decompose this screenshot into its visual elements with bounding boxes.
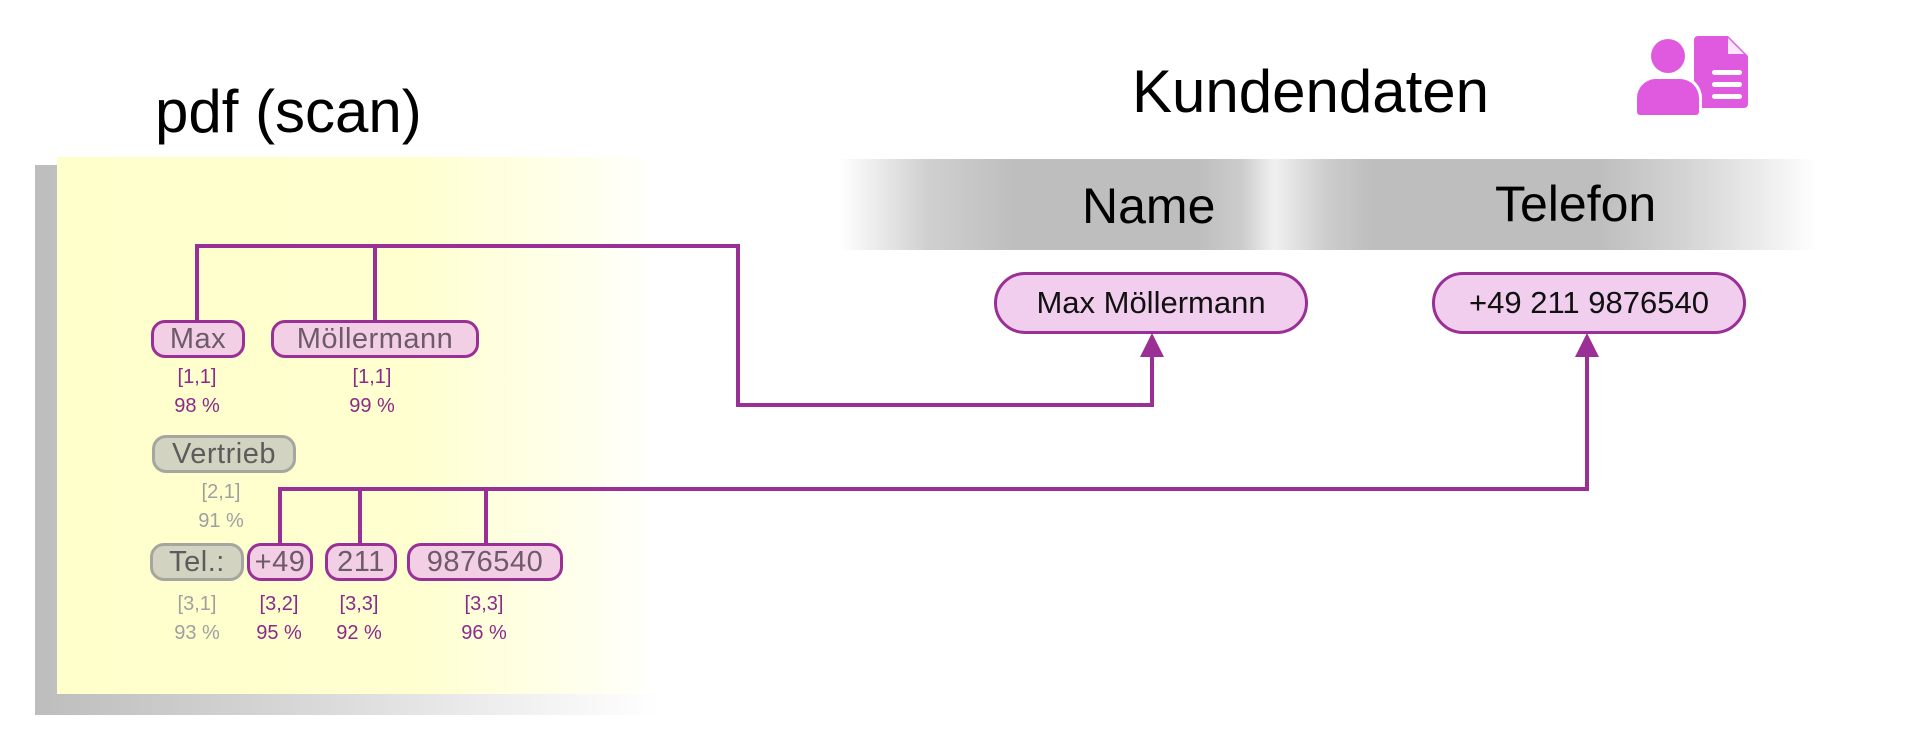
name-connector xyxy=(195,244,1154,407)
token-area-code[interactable]: 211 xyxy=(325,543,397,581)
token-tel-cell: [3,1] xyxy=(177,593,217,615)
field-telefon-value[interactable]: +49 211 9876540 xyxy=(1432,272,1746,334)
token-moellermann-confidence: 99 % xyxy=(349,395,395,417)
token-country-code-confidence: 95 % xyxy=(256,622,302,644)
token-area-code-meta: [3,3] 92 % xyxy=(309,590,409,648)
token-tel-confidence: 93 % xyxy=(174,622,220,644)
phone-connector xyxy=(278,357,1589,548)
token-number-cell: [3,3] xyxy=(464,593,504,615)
name-arrowhead-icon xyxy=(1140,333,1164,357)
token-tel-meta: [3,1] 93 % xyxy=(147,590,247,648)
token-vertrieb-confidence: 91 % xyxy=(198,510,244,532)
token-moellermann-cell: [1,1] xyxy=(352,366,392,388)
phone-arrowhead-icon xyxy=(1575,333,1599,357)
field-name-value[interactable]: Max Möllermann xyxy=(994,272,1308,334)
token-number-confidence: 96 % xyxy=(461,622,507,644)
token-vertrieb-cell: [2,1] xyxy=(201,481,241,503)
token-max[interactable]: Max xyxy=(151,320,245,358)
token-max-confidence: 98 % xyxy=(174,395,220,417)
scan-title: pdf (scan) xyxy=(155,78,422,145)
customer-document-icon xyxy=(1634,36,1748,118)
column-header-telefon: Telefon xyxy=(1495,176,1657,232)
token-moellermann-meta: [1,1] 99 % xyxy=(322,363,422,421)
token-area-code-cell: [3,3] xyxy=(339,593,379,615)
token-country-code[interactable]: +49 xyxy=(247,543,313,581)
token-vertrieb[interactable]: Vertrieb xyxy=(152,435,296,473)
table-header-band xyxy=(840,159,1925,250)
token-country-code-meta: [3,2] 95 % xyxy=(229,590,329,648)
token-number-meta: [3,3] 96 % xyxy=(434,590,534,648)
token-max-meta: [1,1] 98 % xyxy=(147,363,247,421)
token-moellermann[interactable]: Möllermann xyxy=(271,320,479,358)
token-vertrieb-meta: [2,1] 91 % xyxy=(171,478,271,536)
customer-data-title: Kundendaten xyxy=(1132,58,1490,125)
token-tel[interactable]: Tel.: xyxy=(150,543,244,581)
token-country-code-cell: [3,2] xyxy=(259,593,299,615)
token-number[interactable]: 9876540 xyxy=(407,543,563,581)
token-area-code-confidence: 92 % xyxy=(336,622,382,644)
column-header-name: Name xyxy=(1082,178,1216,234)
token-max-cell: [1,1] xyxy=(177,366,217,388)
